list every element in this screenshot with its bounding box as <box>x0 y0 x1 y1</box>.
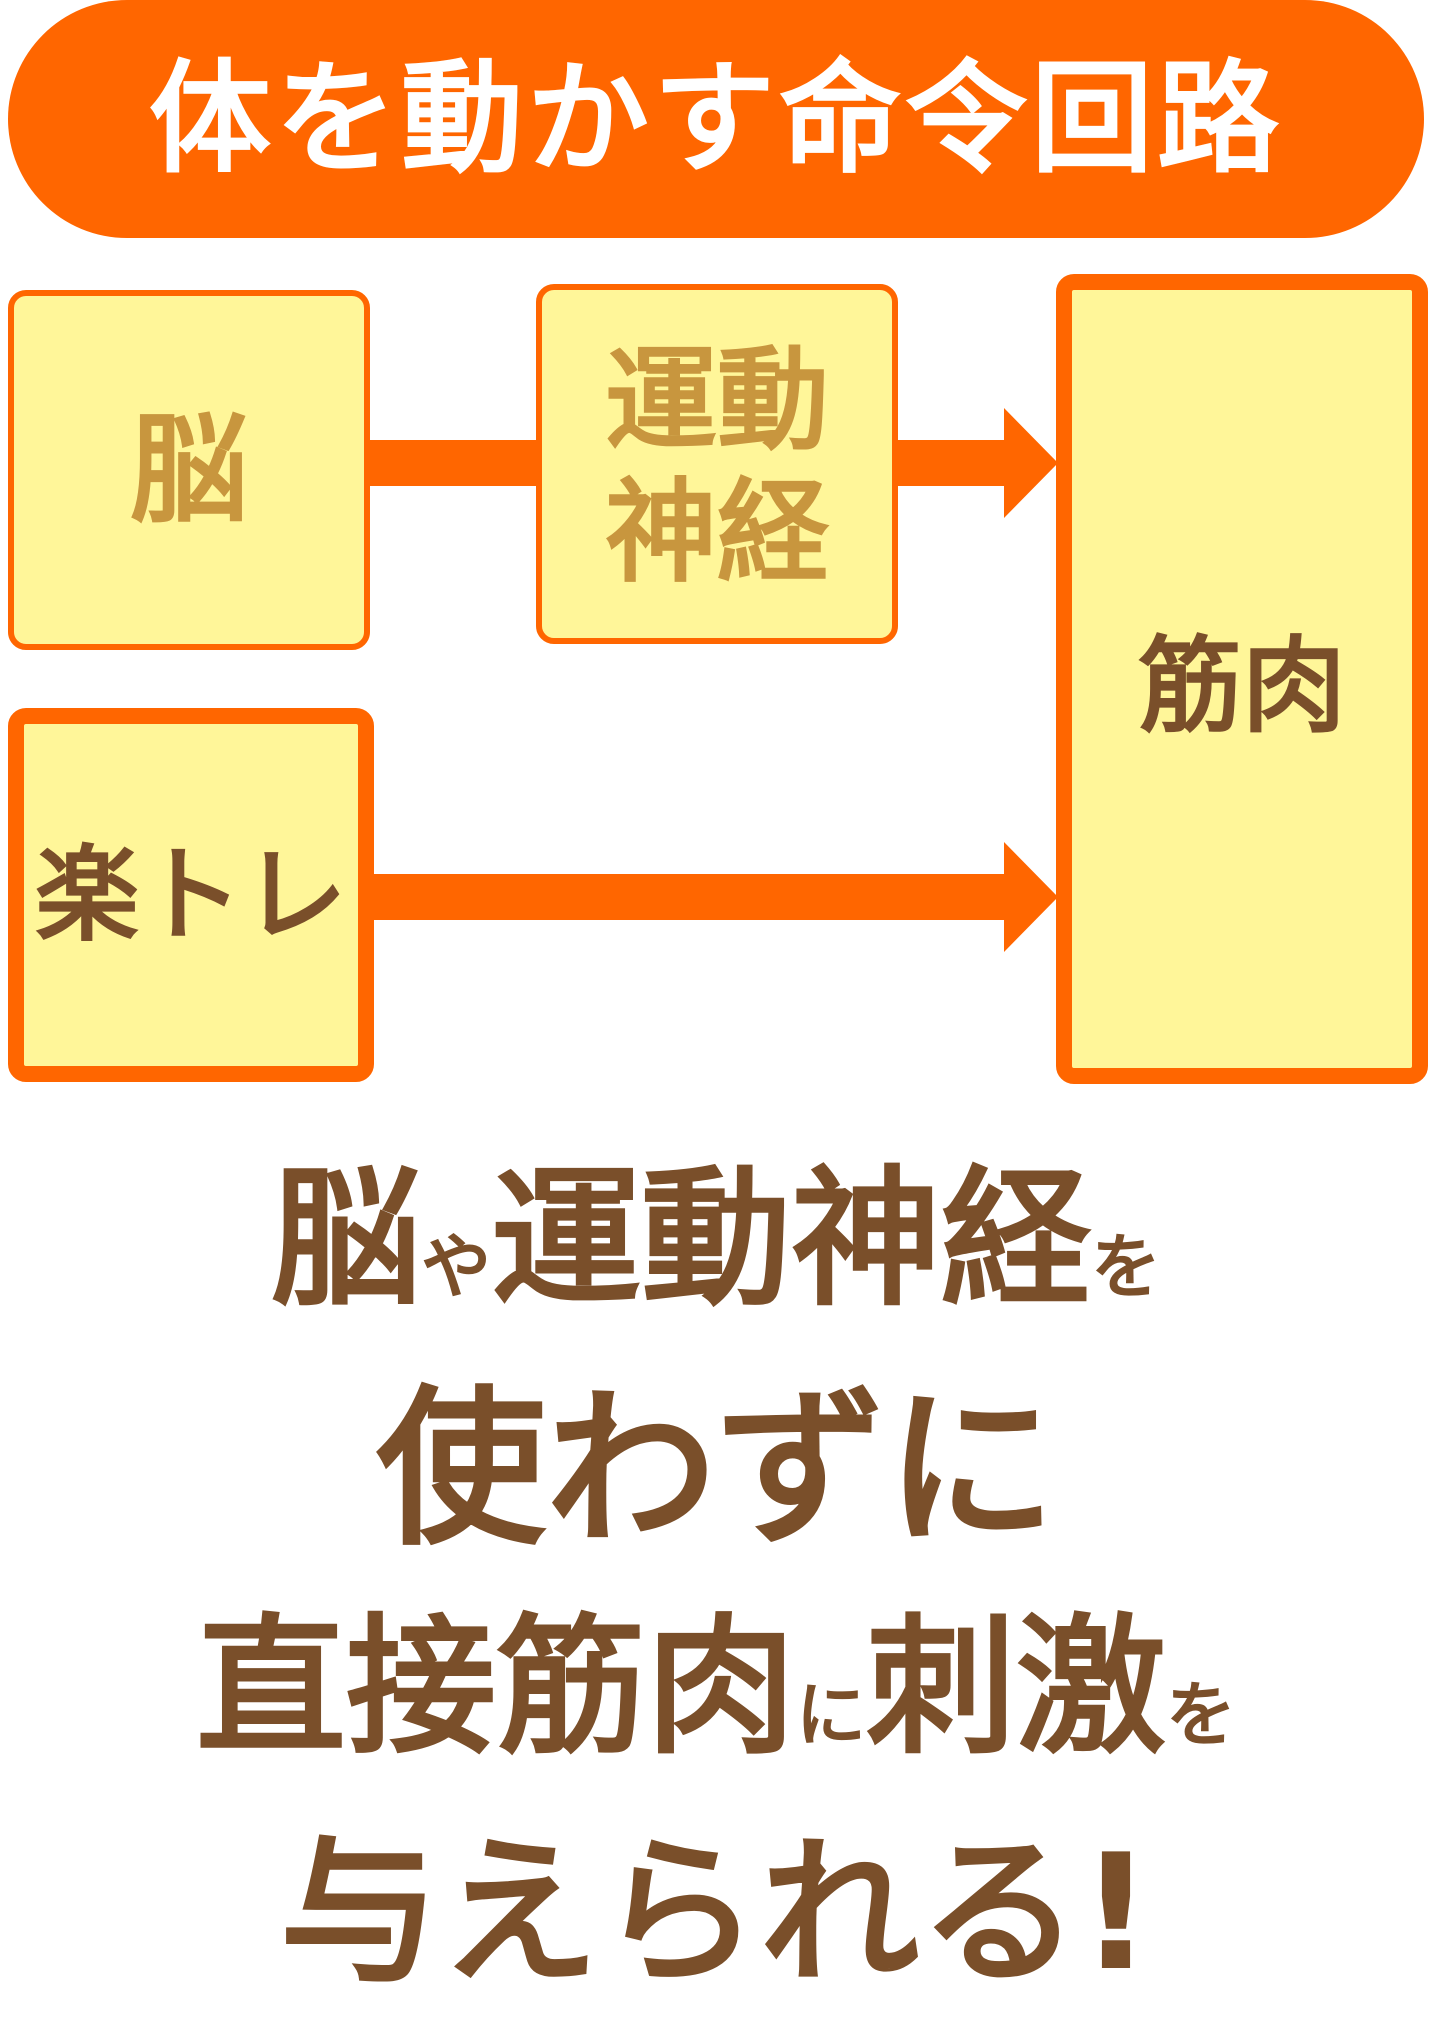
motor-nerve-box: 運動 神経 <box>536 284 898 644</box>
arrow-nerve-to-muscle-shaft <box>898 440 1008 486</box>
flow-arrows <box>370 408 1058 952</box>
message-line-3: 直接筋肉に刺激を <box>0 1598 1432 1805</box>
message-brain: 脳 <box>270 1153 421 1327</box>
page-title: 体を動かす命令回路 <box>149 48 1283 190</box>
message-motor-nerve: 運動神経 <box>491 1153 1092 1327</box>
brain-label: 脳 <box>129 401 248 539</box>
muscle-box: 筋肉 <box>1056 274 1428 1084</box>
brain-box: 脳 <box>8 290 370 650</box>
message-direct-muscle: 直接筋肉 <box>195 1601 796 1775</box>
message-particle-wo-1: を <box>1091 1226 1162 1308</box>
arrow-nerve-to-muscle-head <box>1004 408 1058 518</box>
muscle-label: 筋肉 <box>1137 625 1346 747</box>
message-particle-ni: に <box>796 1674 866 1756</box>
message-particle-wo-2: を <box>1166 1674 1237 1756</box>
rakutore-label: 楽トレ <box>34 834 347 956</box>
message-line-1: 脳や運動神経を <box>0 1150 1432 1357</box>
message-line-4: 与えられる! <box>279 1819 1153 2006</box>
rakutore-box: 楽トレ <box>8 708 374 1082</box>
message-stimulus: 刺激 <box>866 1601 1167 1775</box>
motor-nerve-label-line1: 運動 <box>605 336 829 466</box>
message-line-2: 使わずに <box>375 1371 1056 1569</box>
arrow-rakutore-to-muscle-head <box>1004 842 1058 952</box>
arrow-rakutore-to-muscle-shaft <box>374 874 1008 920</box>
arrow-brain-to-nerve <box>370 440 536 486</box>
title-banner <box>8 0 1424 238</box>
motor-nerve-label-line2: 神経 <box>605 468 829 598</box>
message-particle-ya: や <box>421 1226 491 1308</box>
